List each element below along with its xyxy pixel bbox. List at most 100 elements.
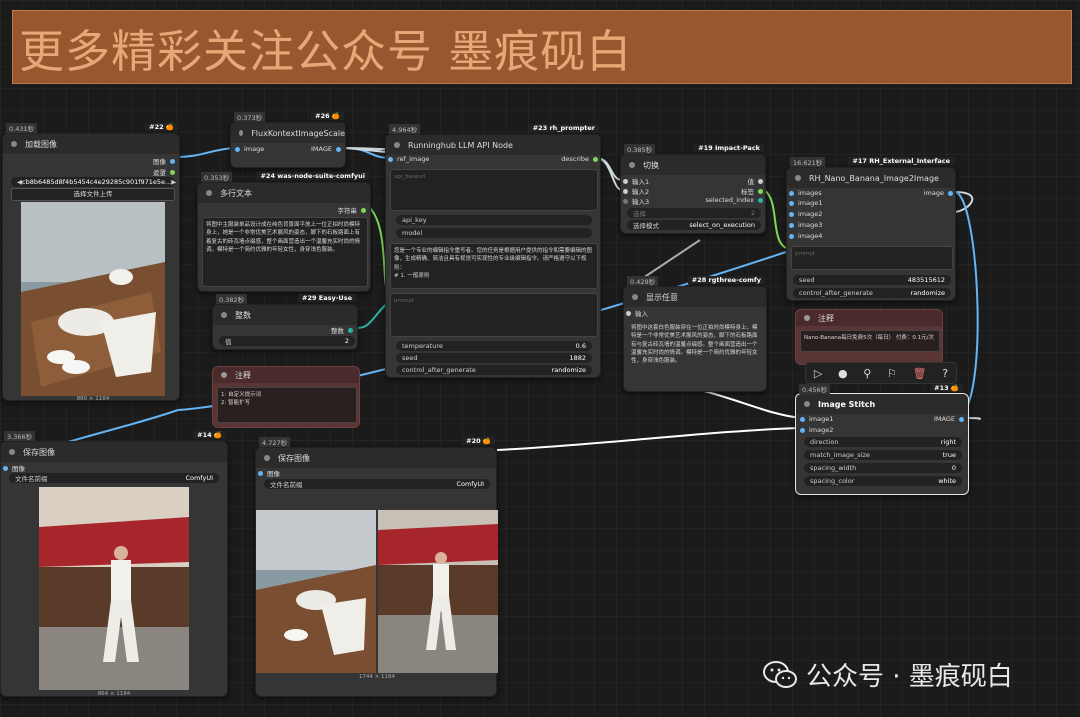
port-dot-icon[interactable] [800, 416, 805, 422]
input-image[interactable]: 图像 [3, 463, 25, 473]
output-label[interactable]: 标签 [741, 186, 763, 196]
output-image[interactable]: IMAGE [934, 415, 964, 423]
prompt-field[interactable]: prompt [390, 293, 598, 337]
llm-api-node[interactable]: Runninghub LLM API Node ref_image descri… [385, 134, 601, 378]
port-dot-icon[interactable] [623, 198, 628, 204]
input-3[interactable]: 输入3 [623, 196, 649, 206]
load-image-node[interactable]: 加载图像 图像 遮罩 ◀cb8b6485d8f4b5454c4e29285c90… [2, 133, 180, 402]
node-header[interactable]: 多行文本 [198, 183, 370, 203]
output-image[interactable]: image [924, 189, 953, 197]
nano-banana-node[interactable]: RH_Nano_Banana_Image2Image images image1… [786, 167, 956, 301]
port-dot-icon[interactable] [789, 222, 794, 228]
node-header[interactable]: 保存图像 [256, 448, 496, 468]
port-dot-icon[interactable] [170, 158, 175, 164]
node-header[interactable]: Runninghub LLM API Node [386, 135, 600, 155]
input-any[interactable]: 输入 [626, 308, 648, 318]
collapse-dot-icon[interactable] [394, 142, 400, 148]
port-dot-icon[interactable] [789, 200, 794, 206]
port-dot-icon[interactable] [623, 178, 628, 184]
node-header[interactable]: 注释 [213, 367, 359, 383]
arrow-left-icon[interactable]: ◀ [17, 178, 22, 186]
input-image2[interactable]: image2 [789, 210, 822, 218]
node-header[interactable]: 保存图像 [1, 442, 227, 462]
color-picker-icon[interactable]: ● [838, 366, 848, 380]
port-dot-icon[interactable] [348, 327, 353, 333]
file-selector[interactable]: ◀cb8b6485d8f4b5454c4e29285c901f971e5e...… [11, 177, 176, 187]
upload-button[interactable]: 选择文件上传 [11, 188, 175, 201]
input-image[interactable]: 图像 [258, 468, 280, 478]
input-image[interactable]: image [235, 145, 264, 153]
note-node-1[interactable]: 注释 1: 自定义提示词 2: 智能扩写 [212, 366, 360, 428]
input-ref-image[interactable]: ref_image [388, 155, 429, 163]
port-dot-icon[interactable] [3, 465, 8, 471]
port-dot-icon[interactable] [758, 188, 763, 194]
node-header[interactable]: 整数 [213, 305, 357, 325]
note-text[interactable]: 1: 自定义提示词 2: 智能扩写 [217, 387, 357, 423]
collapse-dot-icon[interactable] [804, 401, 810, 407]
image-stitch-node[interactable]: Image Stitch image1 image2 IMAGE directi… [795, 393, 969, 495]
api-key-field[interactable]: api_key [396, 215, 592, 225]
help-icon[interactable]: ? [942, 366, 949, 380]
api-baseurl-field[interactable]: api_baseurl [390, 169, 598, 211]
output-image[interactable]: 图像 [153, 156, 175, 166]
collapse-dot-icon[interactable] [221, 312, 227, 318]
node-header[interactable]: RH_Nano_Banana_Image2Image [787, 168, 955, 188]
node-header[interactable]: 注释 [796, 310, 942, 326]
collapse-dot-icon[interactable] [9, 449, 15, 455]
prompt-field[interactable]: prompt [791, 246, 953, 270]
collapse-dot-icon[interactable] [632, 294, 638, 300]
input-image1[interactable]: image1 [800, 415, 833, 423]
port-dot-icon[interactable] [388, 156, 393, 162]
collapse-dot-icon[interactable] [795, 175, 801, 181]
note-node-2[interactable]: 注释 Nano-Banana每日免费5次（每日） 付费：0.1元/次 [795, 309, 943, 365]
collapse-dot-icon[interactable] [206, 190, 212, 196]
port-dot-icon[interactable] [170, 169, 175, 175]
port-dot-icon[interactable] [593, 156, 598, 162]
node-header[interactable]: FluxKontextImageScale [231, 123, 345, 143]
port-dot-icon[interactable] [361, 207, 366, 213]
port-dot-icon[interactable] [959, 416, 964, 422]
port-dot-icon[interactable] [789, 233, 794, 239]
output-describe[interactable]: describe [561, 155, 598, 163]
flux-scale-node[interactable]: FluxKontextImageScale image IMAGE [230, 122, 346, 168]
collapse-dot-icon[interactable] [11, 141, 17, 147]
port-dot-icon[interactable] [626, 310, 631, 316]
input-image1[interactable]: image1 [789, 199, 822, 207]
output-int[interactable]: 整数 [331, 325, 353, 335]
collapse-dot-icon[interactable] [629, 162, 635, 168]
node-header[interactable]: 加载图像 [3, 134, 179, 154]
play-icon[interactable]: ▷ [813, 366, 823, 380]
node-header[interactable]: 显示任意 [624, 287, 766, 307]
port-dot-icon[interactable] [948, 190, 953, 196]
input-1[interactable]: 输入1 [623, 176, 649, 186]
output-value[interactable]: 值 [748, 176, 763, 186]
input-2[interactable]: 输入2 [623, 186, 649, 196]
system-prompt-field[interactable]: 您是一个专业的编辑指令重写者。您的任务是根据用户提供的指令和需要编辑的图像，生成… [390, 243, 598, 289]
port-dot-icon[interactable] [258, 470, 263, 476]
port-dot-icon[interactable] [235, 146, 240, 152]
text-area[interactable]: 将图中主服装单品设计成在纯色背景面平放上一位正拍时尚模特身上，她是一个非常优美艺… [202, 217, 368, 287]
output-image[interactable]: IMAGE [311, 145, 341, 153]
collapse-dot-icon[interactable] [239, 130, 244, 136]
collapse-dot-icon[interactable] [264, 455, 270, 461]
port-dot-icon[interactable] [758, 178, 763, 184]
show-any-node[interactable]: 显示任意 输入 将图中这套白色服装穿在一位正拍时尚模特身上，模特是一个非常优美艺… [623, 286, 767, 392]
node-header[interactable]: Image Stitch [796, 394, 968, 414]
output-string[interactable]: 字符串 [338, 205, 366, 215]
note-text[interactable]: Nano-Banana每日免费5次（每日） 付费：0.1元/次 [800, 330, 940, 352]
port-dot-icon[interactable] [789, 211, 794, 217]
